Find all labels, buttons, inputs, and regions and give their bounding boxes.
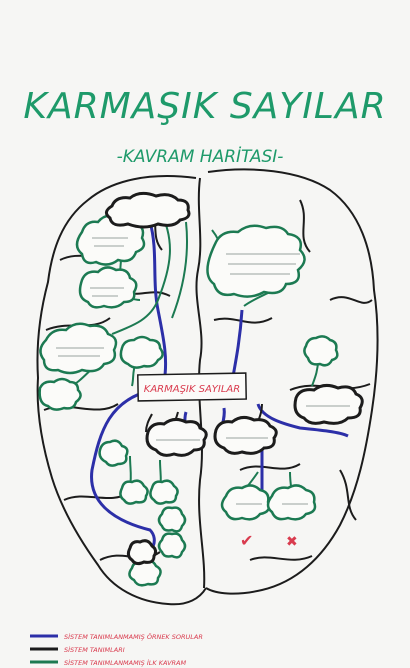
green-cloud-bottom-right-2 (268, 485, 315, 519)
legend-label-black: SİSTEM TANIMLARI (64, 645, 125, 654)
green-cloud-bottom-left-2 (159, 534, 185, 558)
poster-title: KARMAŞIK SAYILAR (23, 86, 386, 127)
green-cloud-bottom-left-3 (129, 561, 160, 586)
legend-label-green: SİSTEM TANIMLANMAMIŞ İLK KAVRAM (64, 658, 186, 667)
green-cloud-bottom-right-1 (222, 485, 269, 519)
green-cloud-low-3 (150, 481, 177, 504)
poster-subtitle: -KAVRAM HARİTASI- (117, 146, 284, 167)
central-concept-label: KARMAŞIK SAYILAR (144, 384, 240, 395)
cross-mark-icon: ✖ (286, 534, 298, 550)
black-cloud-center-right (215, 417, 276, 453)
black-cloud-top (106, 193, 189, 227)
green-cloud-bottom-left-1 (159, 508, 185, 532)
black-cloud-center-left (147, 419, 206, 455)
green-cloud-left-small (121, 337, 163, 368)
green-cloud-right-small (304, 336, 337, 365)
green-cloud-left-mid (80, 267, 136, 307)
black-cloud-bottom-left (128, 541, 155, 564)
legend-label-blue: SİSTEM TANIMLANMAMIŞ ÖRNEK SORULAR (64, 632, 203, 641)
black-cloud-right (295, 385, 362, 423)
check-mark-icon: ✔ (240, 531, 253, 550)
green-cloud-low-2 (120, 481, 147, 504)
green-cloud-left-bottom (40, 379, 81, 410)
